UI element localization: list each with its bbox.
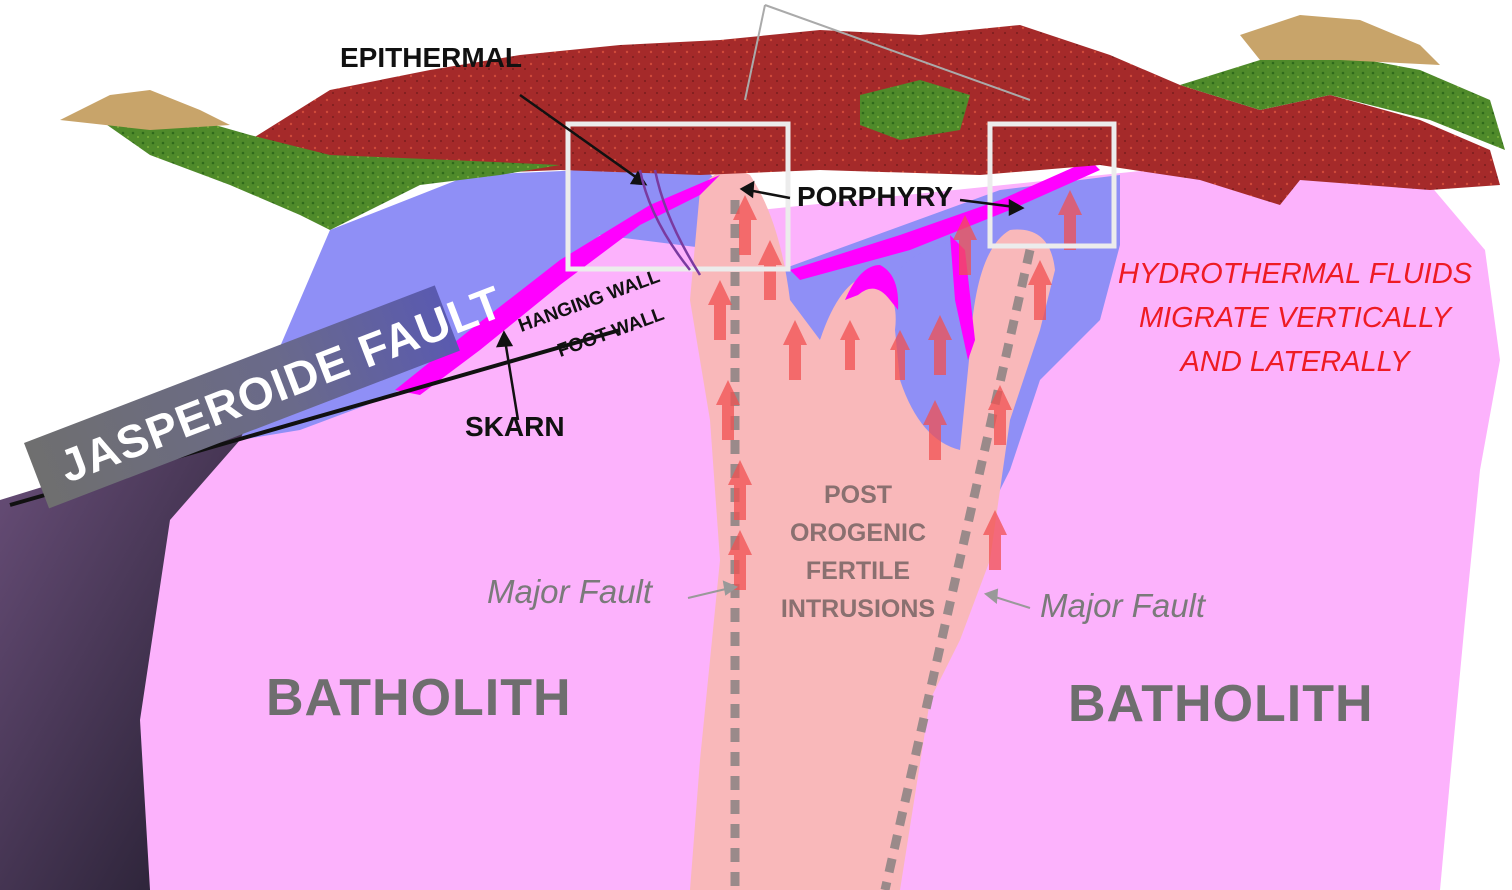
hydrothermal-line-3: AND LATERALLY bbox=[1110, 340, 1480, 384]
intrusion-line-1: POST bbox=[758, 476, 958, 514]
terrain-tan-left bbox=[60, 90, 230, 130]
skarn-label: SKARN bbox=[465, 413, 565, 441]
hydrothermal-line-2: MIGRATE VERTICALLY bbox=[1110, 296, 1480, 340]
major-fault-label-left: Major Fault bbox=[487, 575, 652, 608]
hydrothermal-line-1: HYDROTHERMAL FLUIDS bbox=[1110, 252, 1480, 296]
terrain-tan-right bbox=[1240, 15, 1440, 65]
porphyry-label: PORPHYRY bbox=[797, 183, 953, 211]
epithermal-label: EPITHERMAL bbox=[340, 44, 522, 72]
intrusion-line-4: INTRUSIONS bbox=[758, 590, 958, 628]
major-fault-label-right: Major Fault bbox=[1040, 589, 1205, 622]
intrusion-line-3: FERTILE bbox=[758, 552, 958, 590]
batholith-label-left: BATHOLITH bbox=[266, 672, 572, 724]
batholith-label-right: BATHOLITH bbox=[1068, 678, 1374, 730]
intrusion-text: POST OROGENIC FERTILE INTRUSIONS bbox=[758, 476, 958, 628]
hydrothermal-text: HYDROTHERMAL FLUIDS MIGRATE VERTICALLY A… bbox=[1110, 252, 1480, 384]
intrusion-line-2: OROGENIC bbox=[758, 514, 958, 552]
